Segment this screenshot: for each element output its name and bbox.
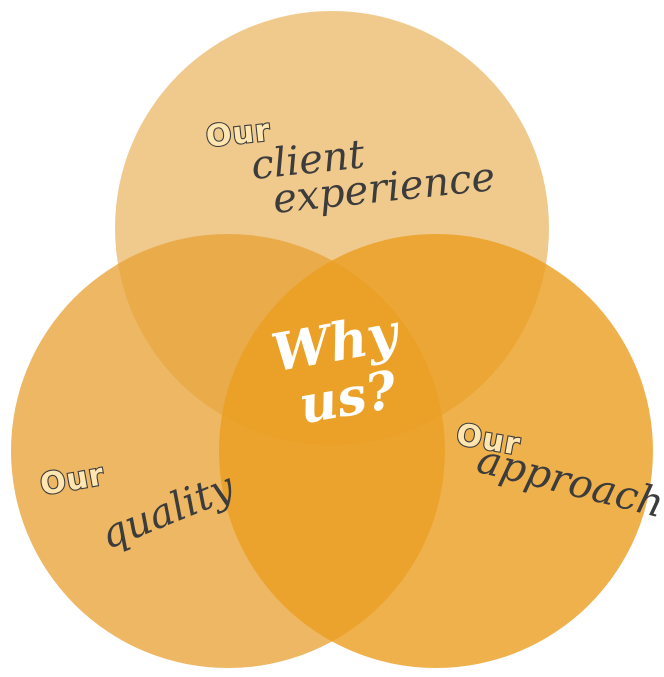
label-client-our: Our [204, 113, 272, 155]
label-client-experience: Our client experience [203, 112, 497, 223]
circle-approach [219, 234, 653, 668]
